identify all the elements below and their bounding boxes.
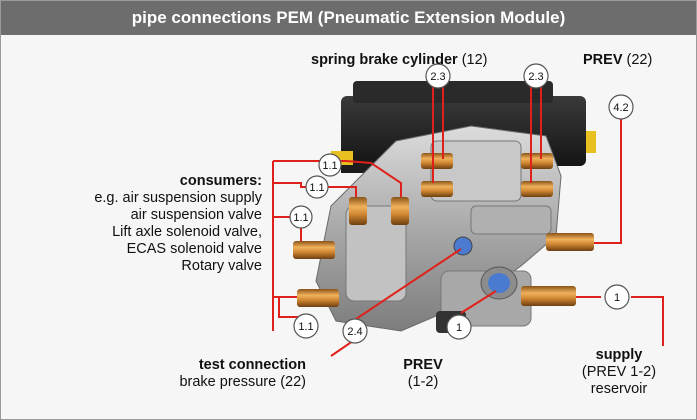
- prev-bottom-line: (1-2): [383, 374, 463, 391]
- supply-line: reservoir: [559, 381, 679, 398]
- port-bubble: 1.1: [319, 154, 341, 176]
- supply-heading: supply: [559, 347, 679, 364]
- prev-top-port: (22): [627, 52, 653, 68]
- port-label: 4.2: [613, 102, 628, 114]
- port-bubble: 1.1: [306, 176, 328, 198]
- port-bubble: 4.2: [609, 95, 633, 119]
- test-connection-label: test connection brake pressure (22): [179, 357, 306, 391]
- consumers-line: Lift axle solenoid valve,: [94, 224, 262, 241]
- port-bubble: 1.1: [290, 206, 312, 228]
- consumers-line: air suspension valve: [94, 207, 262, 224]
- test-connection-heading: test connection: [179, 357, 306, 374]
- spring-brake-heading: spring brake cylinder: [311, 52, 458, 68]
- prev-top-label: PREV (22): [583, 52, 652, 69]
- consumers-line: Rotary valve: [94, 258, 262, 275]
- spring-brake-port: (12): [462, 52, 488, 68]
- port-label: 1.1: [322, 160, 337, 172]
- port-bubble: 2.3: [524, 64, 548, 88]
- port-label: 1.1: [293, 212, 308, 224]
- port-label: 1.1: [309, 182, 324, 194]
- port-label: 1: [614, 292, 620, 304]
- prev-bottom-heading: PREV: [383, 357, 463, 374]
- prev-bottom-label: PREV (1-2): [383, 357, 463, 391]
- consumers-heading: consumers:: [94, 173, 262, 190]
- port-bubble: 1.1: [294, 314, 318, 338]
- port-label: 2.3: [528, 71, 543, 83]
- port-label: 2.3: [430, 71, 445, 83]
- spring-brake-label: spring brake cylinder (12): [311, 52, 488, 69]
- port-bubble: 1: [605, 285, 629, 309]
- port-bubble: 1: [447, 315, 471, 339]
- supply-line: (PREV 1-2): [559, 364, 679, 381]
- consumers-line: e.g. air suspension supply: [94, 190, 262, 207]
- prev-top-heading: PREV: [583, 52, 623, 68]
- consumers-label: consumers: e.g. air suspension supply ai…: [94, 173, 262, 275]
- consumers-line: ECAS solenoid valve: [94, 241, 262, 258]
- port-label: 1.1: [298, 321, 313, 333]
- port-label: 1: [456, 322, 462, 334]
- port-label: 2.4: [347, 326, 362, 338]
- test-connection-line: brake pressure (22): [179, 374, 306, 391]
- port-bubble: 2.4: [343, 319, 367, 343]
- supply-label: supply (PREV 1-2) reservoir: [559, 347, 679, 398]
